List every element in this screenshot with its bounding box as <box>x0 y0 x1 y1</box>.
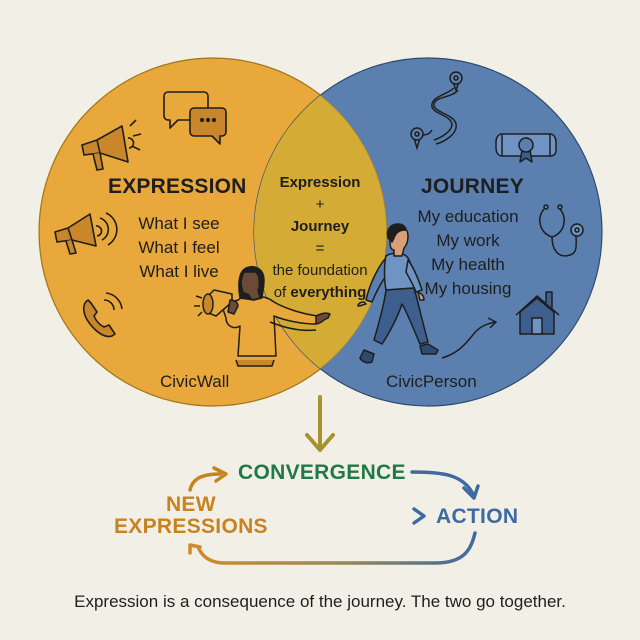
house-icon <box>515 291 560 335</box>
expression-line: What I live <box>139 262 219 281</box>
arrow-new-to-action <box>273 507 426 525</box>
overlap-line-everything: of everything <box>256 282 384 304</box>
stethoscope-icon <box>539 204 584 257</box>
walking-man-illustration <box>357 223 439 364</box>
action-label: ACTION <box>436 505 519 528</box>
overlap-of: of <box>273 284 291 301</box>
new-label: NEW <box>165 493 216 516</box>
journey-line: My housing <box>424 279 512 298</box>
speech-bubbles-icon <box>163 91 227 145</box>
civicwall-label: CivicWall <box>160 372 230 391</box>
overlap-everything: everything <box>290 284 367 301</box>
expression-title: EXPRESSION <box>108 175 247 198</box>
expression-line: What I see <box>138 214 220 233</box>
expression-line: What I feel <box>138 238 220 257</box>
arrow-convergence-to-action <box>410 470 480 500</box>
journey-line: My health <box>431 255 505 274</box>
megaphone-sound-icon <box>54 212 118 255</box>
caption: Expression is a consequence of the journ… <box>74 592 566 611</box>
overlap-region <box>254 58 387 406</box>
curved-arrow-icon <box>441 321 497 359</box>
arrow-new-to-convergence <box>188 466 228 492</box>
megaphone-icon <box>81 119 142 171</box>
woman-with-megaphone-illustration <box>194 266 331 367</box>
journey-line: My education <box>417 207 519 226</box>
overlap-text: Expression + Journey = the foundation of… <box>256 172 384 304</box>
arrow-action-to-new <box>188 531 477 565</box>
overlap-line-expression: Expression <box>279 174 361 191</box>
convergence-label: CONVERGENCE <box>238 461 406 484</box>
phone-icon <box>82 292 123 338</box>
diploma-icon <box>495 133 557 163</box>
overlap-line-foundation: the foundation <box>272 262 368 279</box>
down-arrow-icon <box>305 395 335 452</box>
overlap-line-journey: Journey <box>290 218 350 235</box>
overlap-plus: + <box>315 196 325 213</box>
journey-lines: My education My work My health My housin… <box>410 205 526 301</box>
journey-title: JOURNEY <box>421 175 524 198</box>
expression-lines: What I see What I feel What I live <box>124 212 234 284</box>
overlap-equals: = <box>315 240 325 257</box>
civicperson-label: CivicPerson <box>386 372 477 391</box>
winding-road-pins-icon <box>410 71 463 151</box>
journey-line: My work <box>436 231 500 250</box>
new-expressions-label: NEW EXPRESSIONS <box>114 494 268 538</box>
expressions-label: EXPRESSIONS <box>114 515 268 538</box>
